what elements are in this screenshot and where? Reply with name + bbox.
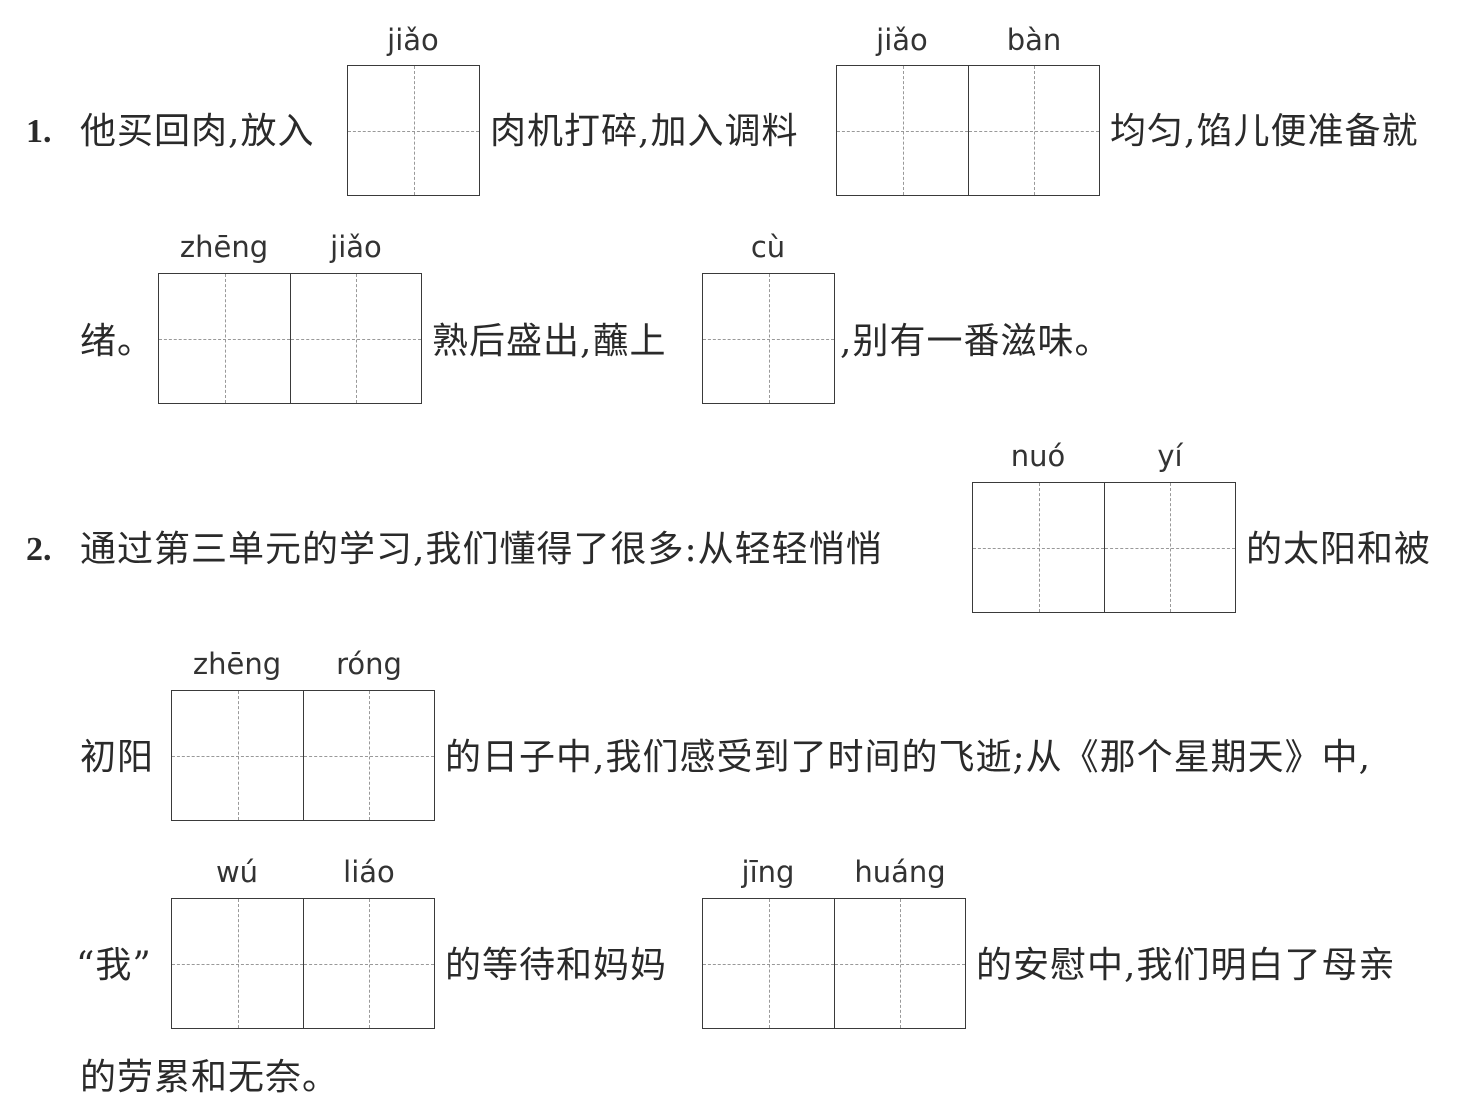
- question-2-text-2: 的太阳和被: [1246, 529, 1432, 570]
- tianzige-cell[interactable]: [973, 483, 1104, 612]
- pinyin-label: jiǎo: [330, 230, 382, 264]
- pinyin-label: bàn: [1006, 23, 1062, 57]
- question-2-text-1: 通过第三单元的学习,我们懂得了很多:从轻轻悄悄: [80, 529, 883, 570]
- pinyin-label: wú: [215, 855, 259, 889]
- question-2-number: 2.: [26, 531, 52, 568]
- tianzige-cell[interactable]: [348, 66, 479, 195]
- character-writing-box[interactable]: [836, 65, 1100, 196]
- tianzige-cell[interactable]: [834, 899, 965, 1028]
- question-1-text-3: 均匀,馅儿便准备就: [1110, 111, 1419, 152]
- question-1-text-5: 熟后盛出,蘸上: [432, 321, 667, 362]
- pinyin-label: huáng: [854, 855, 946, 889]
- question-2-text-3: 初阳: [80, 737, 155, 778]
- question-2-text-6: 的等待和妈妈: [445, 945, 668, 986]
- question-1-text-2: 肉机打碎,加入调料: [490, 111, 799, 152]
- pinyin-label: jīng: [741, 855, 795, 889]
- pinyin-label: nuó: [1010, 439, 1066, 473]
- tianzige-cell[interactable]: [703, 274, 834, 403]
- tianzige-cell[interactable]: [290, 274, 421, 403]
- pinyin-label: jiǎo: [387, 23, 439, 57]
- tianzige-cell[interactable]: [159, 274, 290, 403]
- pinyin-label: yí: [1157, 439, 1183, 473]
- character-writing-box[interactable]: [972, 482, 1236, 613]
- character-writing-box[interactable]: [347, 65, 480, 196]
- question-2-text-5: “我”: [76, 945, 152, 986]
- character-writing-box[interactable]: [702, 273, 835, 404]
- pinyin-label: liáo: [343, 855, 395, 889]
- tianzige-cell[interactable]: [303, 899, 434, 1028]
- question-1-text-6: ,别有一番滋味。: [840, 321, 1112, 362]
- question-1-text-4: 绪。: [80, 321, 155, 362]
- question-1-number: 1.: [26, 113, 52, 150]
- pinyin-label: cù: [750, 230, 786, 264]
- tianzige-cell[interactable]: [837, 66, 968, 195]
- question-1-text-1: 他买回肉,放入: [80, 111, 315, 152]
- question-2-text-8: 的劳累和无奈。: [80, 1057, 340, 1098]
- pinyin-label: zhēng: [179, 230, 269, 264]
- tianzige-cell[interactable]: [703, 899, 834, 1028]
- question-2-text-4: 的日子中,我们感受到了时间的飞逝;从《那个星期天》中,: [445, 737, 1372, 778]
- character-writing-box[interactable]: [158, 273, 422, 404]
- tianzige-cell[interactable]: [172, 691, 303, 820]
- tianzige-cell[interactable]: [303, 691, 434, 820]
- tianzige-cell[interactable]: [968, 66, 1099, 195]
- tianzige-cell[interactable]: [1104, 483, 1235, 612]
- question-2-text-7: 的安慰中,我们明白了母亲: [976, 945, 1396, 986]
- character-writing-box[interactable]: [702, 898, 966, 1029]
- tianzige-cell[interactable]: [172, 899, 303, 1028]
- pinyin-label: zhēng: [192, 647, 282, 681]
- pinyin-label: róng: [336, 647, 402, 681]
- character-writing-box[interactable]: [171, 898, 435, 1029]
- character-writing-box[interactable]: [171, 690, 435, 821]
- pinyin-label: jiǎo: [876, 23, 928, 57]
